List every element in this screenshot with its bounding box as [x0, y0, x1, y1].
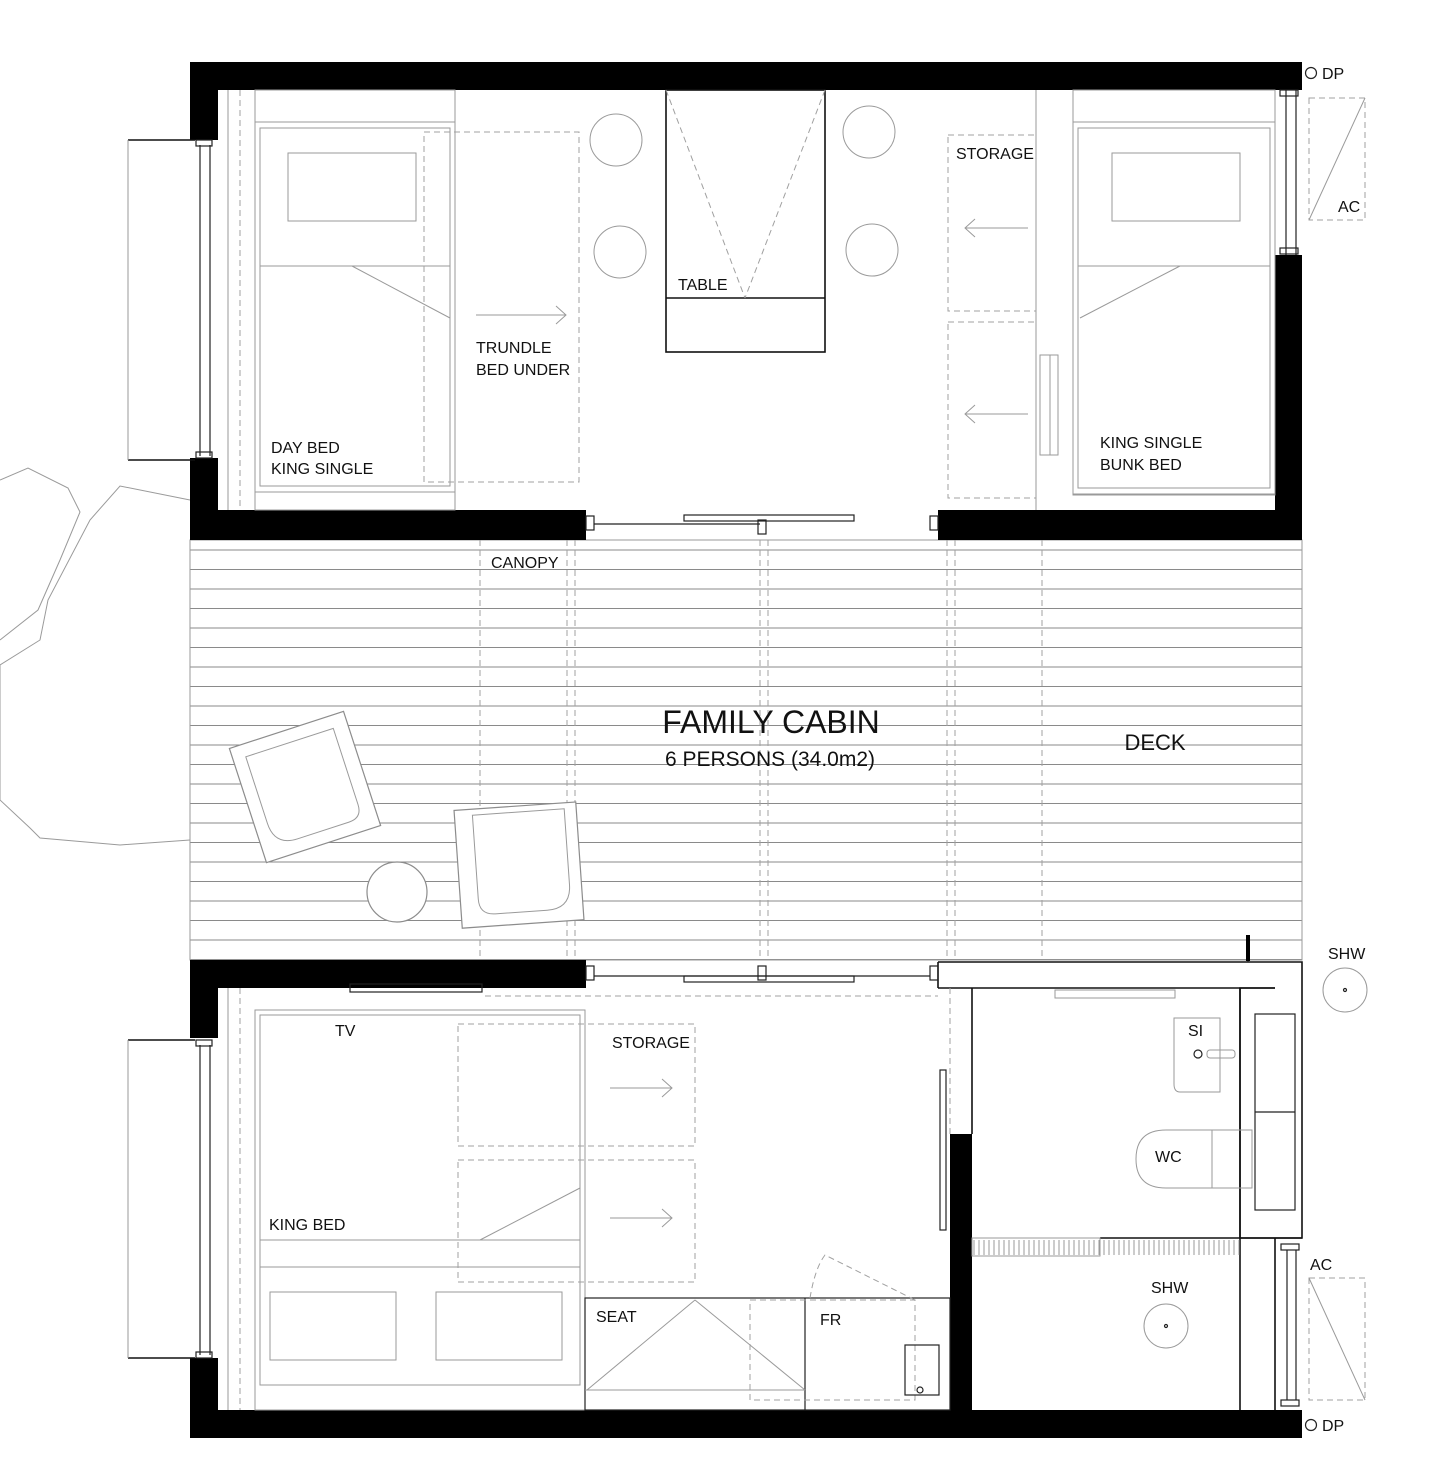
deck-chair-right — [453, 801, 585, 929]
tv-label: TV — [335, 1023, 356, 1040]
downpipe-bottom-label: DP — [1322, 1418, 1344, 1435]
plan-subtitle: 6 PERSONS (34.0m2) — [665, 748, 875, 771]
storage-top-label: STORAGE — [956, 146, 1034, 163]
ac-bottom-label: AC — [1310, 1257, 1332, 1274]
deck-label: DECK — [1124, 730, 1185, 755]
deck-frame — [189, 539, 1303, 961]
downpipe-top-label: DP — [1322, 66, 1344, 83]
ac-top-label: AC — [1338, 199, 1360, 216]
outdoor-shower — [1322, 967, 1368, 1013]
deck-chair-left — [228, 710, 382, 864]
trundle-label-2: BED UNDER — [476, 362, 570, 379]
table-label: TABLE — [678, 277, 728, 294]
downpipe-bottom — [1304, 1418, 1318, 1432]
bunk-bed-label-1: KING SINGLE — [1100, 435, 1202, 452]
downpipe-top — [1304, 66, 1318, 80]
trundle-label-1: TRUNDLE — [476, 340, 552, 357]
toilet-label: WC — [1155, 1149, 1182, 1166]
shower-label: SHW — [1151, 1280, 1189, 1297]
bunk-bed-label-2: BUNK BED — [1100, 457, 1182, 474]
day-bed-label-1: DAY BED — [271, 440, 340, 457]
sink-label: SI — [1188, 1023, 1203, 1040]
ac-unit-top — [1308, 97, 1366, 221]
top-room — [127, 62, 1302, 540]
storage-bottom-label: STORAGE — [612, 1035, 690, 1052]
outdoor-shower-label: SHW — [1328, 946, 1366, 963]
deck-side-table — [366, 861, 428, 923]
plan-title: FAMILY CABIN — [662, 704, 880, 740]
rock-outline — [0, 467, 191, 846]
bottom-room — [127, 935, 1303, 1438]
fridge-label: FR — [820, 1312, 841, 1329]
canopy-label: CANOPY — [491, 555, 559, 572]
king-bed-label: KING BED — [269, 1217, 345, 1234]
ac-unit-bottom — [1308, 1277, 1366, 1401]
deck-boards — [189, 539, 1303, 961]
seat-label: SEAT — [596, 1309, 637, 1326]
day-bed-label-2: KING SINGLE — [271, 461, 373, 478]
exterior-elements — [1304, 66, 1368, 1432]
